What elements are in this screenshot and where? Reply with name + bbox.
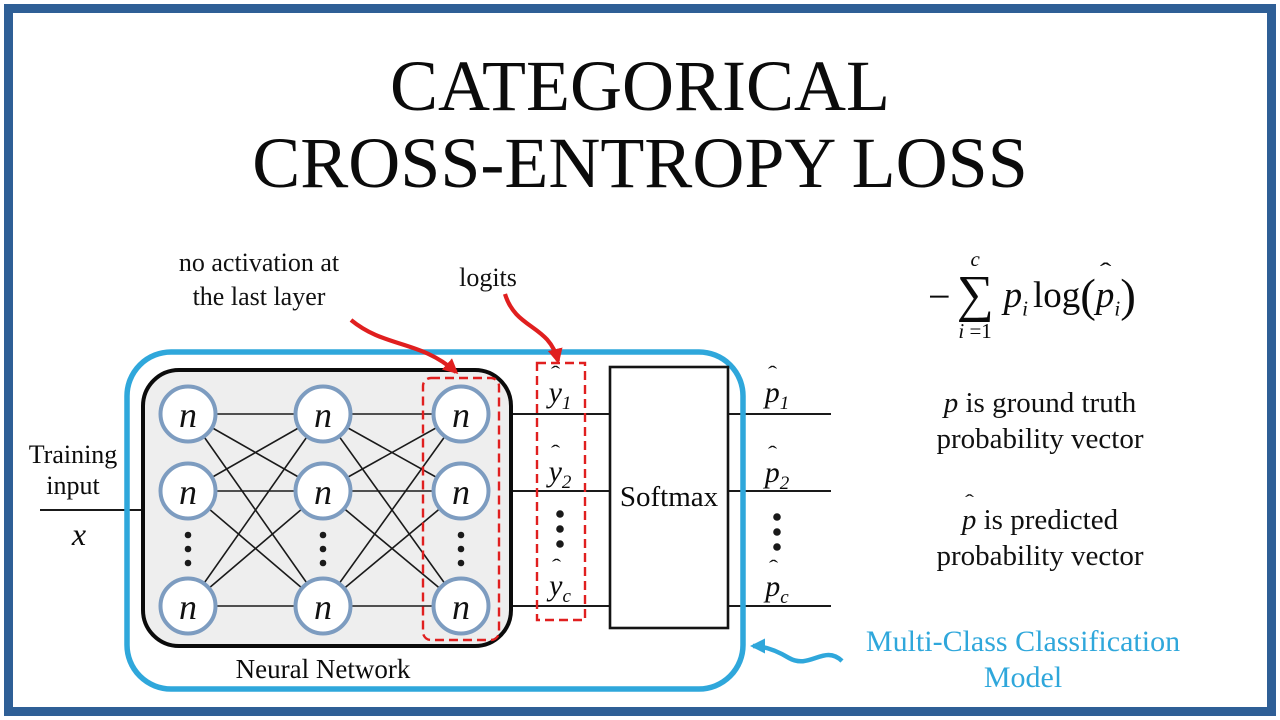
node-circle <box>293 576 353 636</box>
node-label: n <box>452 395 470 435</box>
sigma-symbol: ∑ <box>956 266 994 324</box>
logits-label: logits <box>459 263 517 292</box>
node-circle <box>431 461 491 521</box>
ellipsis-dots <box>184 510 781 567</box>
logits-arrow <box>502 293 563 364</box>
node-label: n <box>179 472 197 512</box>
formula-minus: − <box>928 273 951 319</box>
node-labels: n n n n n n n n n <box>179 395 470 627</box>
no-activation-label: no activation at the last layer <box>178 248 340 311</box>
model-boundary-box <box>124 349 746 692</box>
node-label: n <box>452 587 470 627</box>
node-circles <box>158 384 491 636</box>
node-circle <box>158 384 218 444</box>
input-symbol-x: x <box>71 516 87 552</box>
node-circle <box>431 384 491 444</box>
summation: c ∑ i =1 <box>956 247 994 343</box>
node-label: n <box>314 395 332 435</box>
softmax-box <box>608 365 730 630</box>
softmax-label: Softmax <box>619 481 719 513</box>
title-line-1: CATEGORICAL <box>390 46 890 126</box>
neural-network-caption: Neural Network <box>235 654 411 684</box>
ground-truth-note: p is ground truth probability vector <box>936 387 1144 455</box>
node-label: n <box>179 395 197 435</box>
node-circle <box>293 384 353 444</box>
title-line-2: CROSS-ENTROPY LOSS <box>252 123 1028 203</box>
page-title: CATEGORICAL CROSS-ENTROPY LOSS <box>0 48 1280 202</box>
node-circle <box>158 461 218 521</box>
no-activation-arrow <box>349 318 459 375</box>
node-circle <box>293 461 353 521</box>
node-circle <box>158 576 218 636</box>
node-label: n <box>179 587 197 627</box>
node-circle <box>431 576 491 636</box>
last-layer-dashed-box <box>421 376 501 642</box>
node-label: n <box>314 472 332 512</box>
node-label: n <box>314 587 332 627</box>
node-label: n <box>452 472 470 512</box>
model-pointer-arrow <box>749 638 844 664</box>
training-input-label: Training input <box>28 440 118 500</box>
logits-dashed-box <box>535 361 587 622</box>
model-callout-label: Multi-Class Classification Model <box>865 625 1181 694</box>
